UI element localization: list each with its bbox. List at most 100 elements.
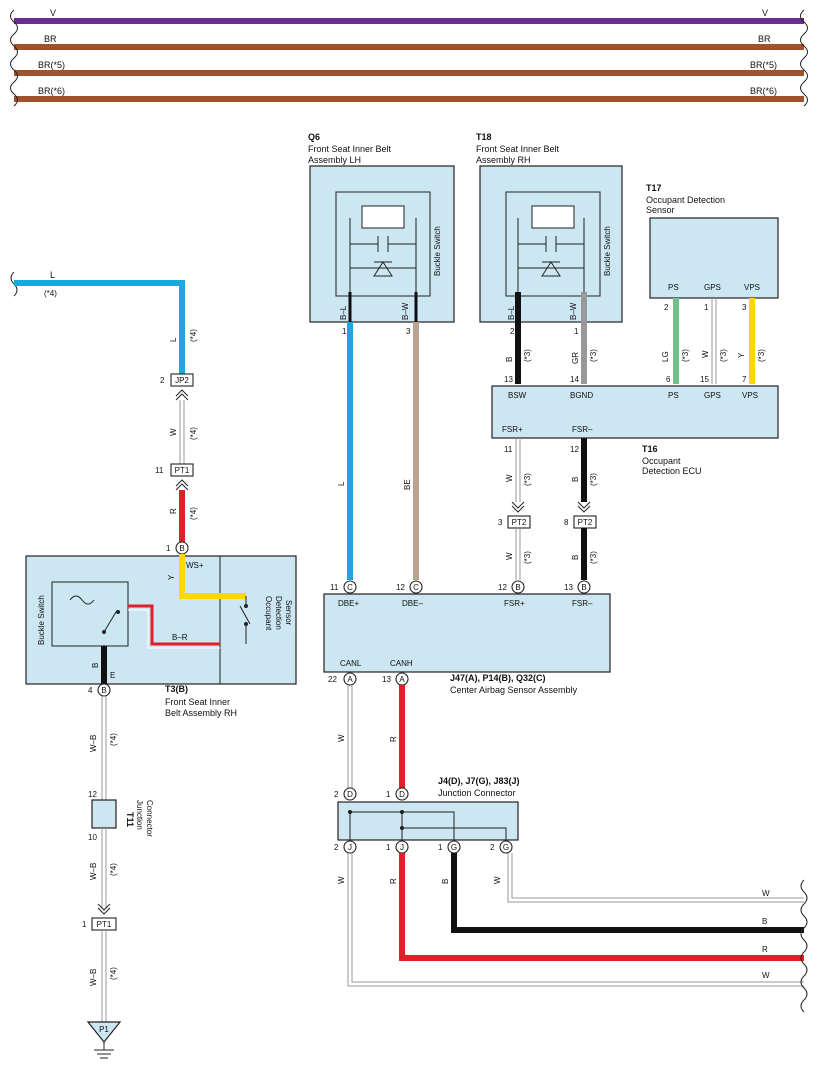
t16-line1: Occupant	[642, 456, 681, 466]
airbag-pin-22: 22	[328, 675, 337, 684]
wire-label-wb-2: W–B	[89, 863, 98, 880]
bus-label-br5-left: BR(*5)	[38, 60, 65, 70]
jc-j-pin2: 2	[334, 843, 339, 852]
jc-g-pin2: 2	[490, 843, 495, 852]
pt2-label-2: PT2	[578, 518, 593, 527]
airbag-pin22-letter: A	[347, 675, 353, 684]
t16-spec-b: (*3)	[589, 473, 598, 486]
bus-label-v-right: V	[762, 8, 768, 18]
pt2-label-1: PT2	[512, 518, 527, 527]
jc-j-pin1: 1	[386, 843, 391, 852]
t3-code: T3(B)	[165, 684, 188, 694]
t17-pin-1: 1	[704, 303, 709, 312]
bus-label-br-right: BR	[758, 34, 771, 44]
airbag-fsr-minus: FSR–	[572, 599, 593, 608]
airbag-canh: CANH	[390, 659, 413, 668]
airbag-sensor-assembly: C C B B 11 12 12 13 DBE+ DBE– FSR+ FSR– …	[323, 580, 611, 788]
t16-pin-11: 11	[504, 445, 513, 454]
t3-pin-top: 1	[166, 544, 171, 553]
t17-spec-lg: (*3)	[681, 349, 690, 362]
pt2-wire-b: B	[571, 555, 580, 560]
jc-out-w-left: W	[337, 876, 346, 884]
pt1-pin-bottom: 1	[82, 920, 87, 929]
jc-codes: J4(D), J7(G), J83(J)	[438, 776, 520, 786]
t18-spec-b: (*3)	[523, 349, 532, 362]
t17-wire-w: W	[701, 350, 710, 358]
q6-wire-be: BE	[403, 479, 412, 490]
jc-g2-letter: G	[503, 843, 509, 852]
t16-ecu: 13 14 6 15 7 BSW BGND PS GPS VPS FSR+ FS…	[491, 375, 779, 580]
q6-pin2: 3	[406, 327, 411, 336]
t18-line1: Front Seat Inner Belt	[476, 144, 560, 154]
t11-code: T11	[125, 812, 135, 827]
t18-wire-b: B	[505, 357, 514, 362]
t16-bgnd: BGND	[570, 391, 593, 400]
jc-d-pin1: 1	[386, 790, 391, 799]
t3-pin-top-letter: B	[179, 544, 184, 553]
airbag-canl: CANL	[340, 659, 362, 668]
t16-pin-6: 6	[666, 375, 671, 384]
jp2-connector	[170, 373, 194, 387]
jc-j1-letter: J	[348, 843, 352, 852]
t16-code: T16	[642, 444, 658, 454]
wire-spec-w-jp2: (*4)	[189, 427, 198, 440]
t18-assembly: T18 Front Seat Inner Belt Assembly RH Bu…	[476, 132, 623, 384]
t16-vps: VPS	[742, 391, 758, 400]
t18-switch: Buckle Switch	[603, 226, 612, 276]
wire-spec-r-pt1: (*4)	[189, 507, 198, 520]
t17-sensor: T17 Occupant Detection Sensor PS GPS VPS…	[646, 183, 779, 384]
pt2-pin-3: 3	[498, 518, 503, 527]
jc-g-pin1: 1	[438, 843, 443, 852]
t17-pin-2: 2	[664, 303, 669, 312]
wire-spec-wb-3: (*4)	[109, 967, 118, 980]
pt1-connector-top	[170, 463, 194, 477]
t18-term2: B–W	[569, 302, 578, 320]
q6-code: Q6	[308, 132, 320, 142]
airbag-pin-11: 11	[330, 583, 339, 592]
jc-out-r: R	[389, 878, 398, 884]
t3-name-line1: Front Seat Inner	[165, 697, 230, 707]
t16-pin-12: 12	[570, 445, 579, 454]
wire-label-wb-3: W–B	[89, 969, 98, 986]
airbag-pin-12: 12	[396, 583, 405, 592]
wire-label-r-pt1: R	[169, 508, 178, 514]
t16-bsw: BSW	[508, 391, 527, 400]
wire-spec-wb-2: (*4)	[109, 863, 118, 876]
q6-line1: Front Seat Inner Belt	[308, 144, 392, 154]
airbag-pin12b-letter: B	[515, 583, 520, 592]
t17-spec-w: (*3)	[719, 349, 728, 362]
t16-fsr-plus: FSR+	[502, 425, 523, 434]
wire-spec-top: (*4)	[44, 289, 57, 298]
lower-left-chain: W–B (*4) 12 10 T11 Junction Connector W–…	[82, 696, 154, 1059]
airbag-pin12-letter: C	[413, 583, 419, 592]
t18-code: T18	[476, 132, 492, 142]
bus-label-br-left: BR	[44, 34, 57, 44]
p1-ground-label: P1	[99, 1025, 109, 1034]
t16-spec-w: (*3)	[523, 473, 532, 486]
t16-pin-7: 7	[742, 375, 747, 384]
q6-switch: Buckle Switch	[433, 226, 442, 276]
pt2-spec-b: (*3)	[589, 551, 598, 564]
t16-pin-14: 14	[570, 375, 579, 384]
q6-term2: B–W	[401, 302, 410, 320]
t3-wire-b: B	[91, 663, 100, 668]
bus-label-br5-right: BR(*5)	[750, 60, 777, 70]
t16-line2: Detection ECU	[642, 466, 702, 476]
bottom-wire-b: B	[762, 917, 767, 926]
t18-wire-gr: GR	[571, 352, 580, 364]
t3-switch-label: Buckle Switch	[37, 595, 46, 645]
airbag-dbe-minus: DBE–	[402, 599, 423, 608]
jc-out-b: B	[441, 879, 450, 884]
t17-line1: Occupant Detection	[646, 195, 725, 205]
t3-pin-bot: 4	[88, 686, 93, 695]
t17-term-vps: VPS	[744, 283, 760, 292]
pt1-pin-top: 11	[155, 466, 164, 475]
wire-label-w-jp2: W	[169, 428, 178, 436]
wire-spec-wb-1: (*4)	[109, 733, 118, 746]
t17-wire-y: Y	[737, 352, 746, 358]
junction-connector: J4(D), J7(G), J83(J) Junction Connector …	[334, 776, 520, 854]
airbag-pin-13: 13	[564, 583, 573, 592]
jc-g1-letter: G	[451, 843, 457, 852]
t16-ps: PS	[668, 391, 679, 400]
t16-wire-b: B	[571, 477, 580, 482]
